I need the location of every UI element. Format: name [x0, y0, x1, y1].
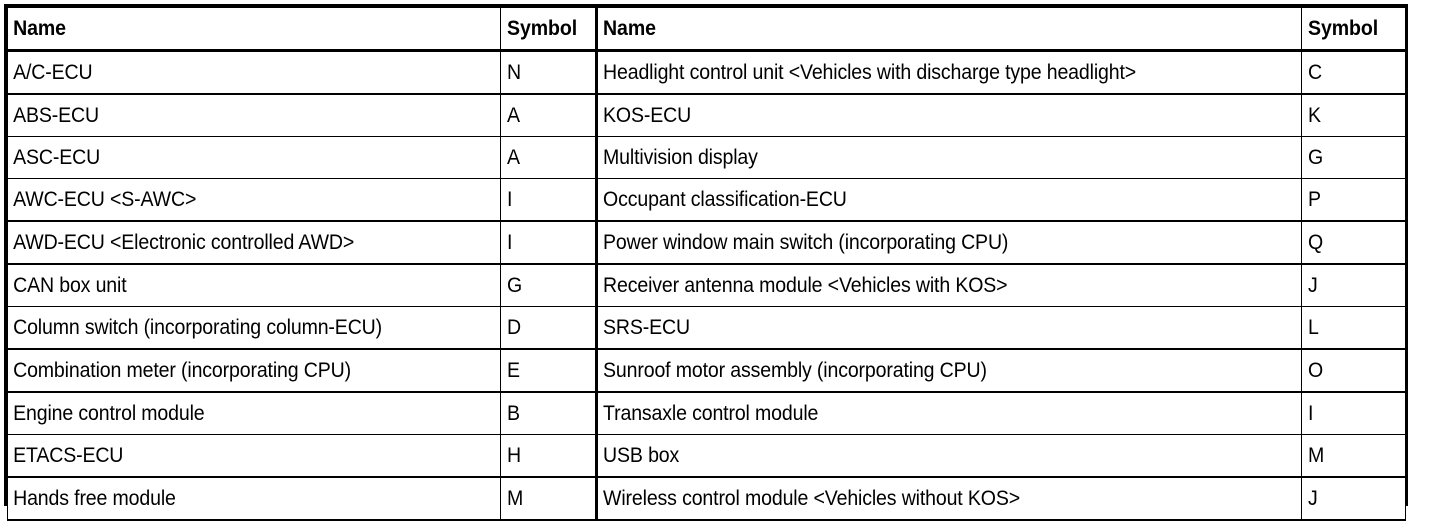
- cell-symbol-left: N: [500, 50, 591, 95]
- cell-symbol-left: I: [500, 178, 591, 222]
- cell-symbol-left: B: [500, 391, 591, 435]
- cell-symbol-left: M: [500, 476, 591, 521]
- cell-name-right: USB box: [595, 434, 1253, 478]
- cell-name-left: Column switch (incorporating column-ECU): [7, 306, 467, 350]
- cell-symbol-right: C: [1301, 50, 1399, 95]
- cell-symbol-right: J: [1301, 263, 1399, 307]
- cell-symbol-left: G: [500, 263, 591, 307]
- cell-name-right: Transaxle control module: [595, 391, 1253, 435]
- cell-name-right: Wireless control module <Vehicles withou…: [595, 476, 1253, 521]
- cell-symbol-right: K: [1301, 93, 1399, 137]
- cell-name-left: CAN box unit: [7, 263, 467, 307]
- cell-name-right: Occupant classification-ECU: [595, 178, 1253, 222]
- cell-symbol-left: I: [500, 220, 591, 265]
- column-header-symbol-left: Symbol: [500, 7, 591, 52]
- cell-symbol-left: H: [500, 434, 591, 478]
- cell-name-left: Hands free module: [7, 476, 467, 521]
- cell-symbol-right: L: [1301, 306, 1399, 350]
- cell-name-right: SRS-ECU: [595, 306, 1253, 350]
- cell-name-right: Receiver antenna module <Vehicles with K…: [595, 263, 1253, 307]
- cell-symbol-left: D: [500, 306, 591, 350]
- cell-name-right: Multivision display: [595, 136, 1253, 179]
- cell-symbol-right: O: [1301, 348, 1399, 393]
- cell-name-left: ABS-ECU: [7, 93, 467, 137]
- cell-name-left: AWC-ECU <S-AWC>: [7, 178, 467, 222]
- cell-symbol-right: G: [1301, 136, 1399, 179]
- cell-symbol-right: Q: [1301, 220, 1399, 265]
- cell-name-right: Sunroof motor assembly (incorporating CP…: [595, 348, 1253, 393]
- table-row: Column switch (incorporating column-ECU)…: [7, 306, 1406, 350]
- cell-name-right: KOS-ECU: [595, 93, 1253, 137]
- cell-symbol-right: M: [1301, 434, 1399, 478]
- cell-symbol-right: I: [1301, 391, 1399, 435]
- cell-name-right: Power window main switch (incorporating …: [595, 220, 1253, 265]
- table-header: Name Symbol Name Symbol: [7, 7, 1406, 52]
- cell-name-left: Combination meter (incorporating CPU): [7, 348, 467, 393]
- cell-symbol-right: P: [1301, 178, 1399, 222]
- cell-name-right: Headlight control unit <Vehicles with di…: [595, 50, 1253, 95]
- cell-name-left: ASC-ECU: [7, 136, 467, 179]
- cell-name-left: A/C-ECU: [7, 50, 467, 95]
- column-header-symbol-right: Symbol: [1301, 7, 1399, 52]
- cell-name-left: ETACS-ECU: [7, 434, 467, 478]
- cell-symbol-left: E: [500, 348, 591, 393]
- cell-name-left: Engine control module: [7, 391, 467, 435]
- cell-name-left: AWD-ECU <Electronic controlled AWD>: [7, 220, 467, 265]
- cell-symbol-left: A: [500, 93, 591, 137]
- cell-symbol-right: J: [1301, 476, 1399, 521]
- column-header-name-right: Name: [595, 7, 1253, 52]
- table-header-row: Name Symbol Name Symbol: [7, 7, 1406, 52]
- column-header-name-left: Name: [7, 7, 467, 52]
- cell-symbol-left: A: [500, 136, 591, 179]
